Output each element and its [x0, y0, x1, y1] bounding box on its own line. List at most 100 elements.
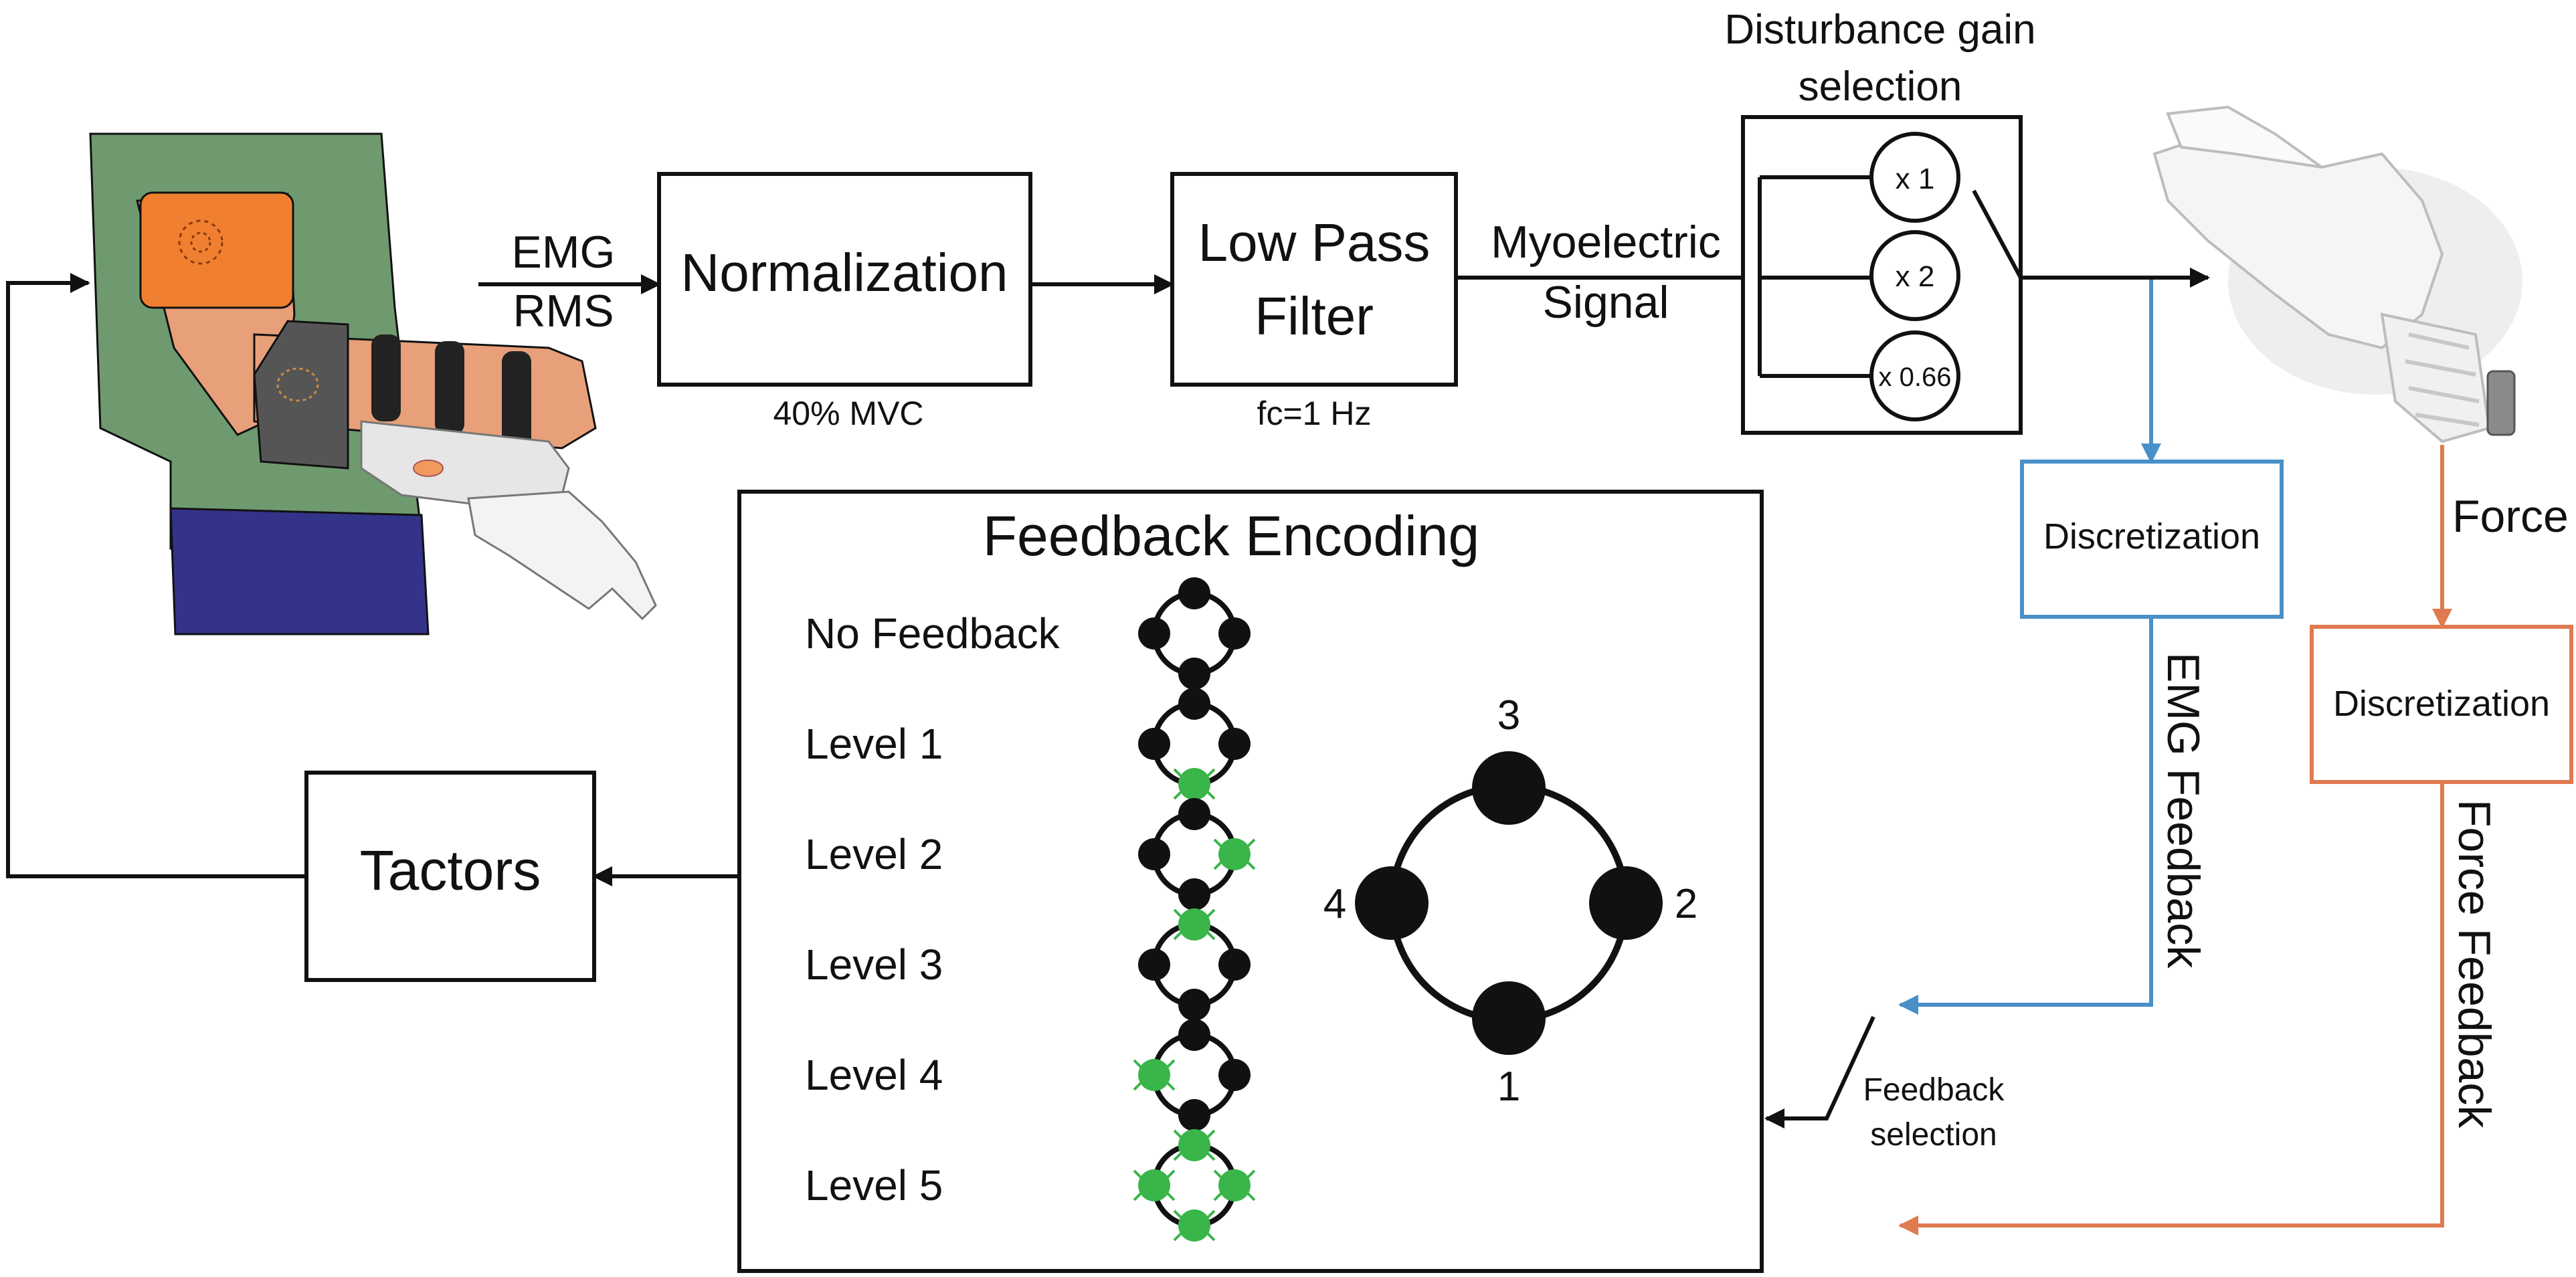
hand-ribs — [2405, 332, 2480, 427]
tactor-dot — [1178, 658, 1210, 690]
tactor-ring-diagram: 3 2 1 4 — [1323, 692, 1697, 1110]
electrode-band — [139, 191, 294, 309]
tactor-dot — [1218, 1059, 1251, 1091]
tactors-label: Tactors — [360, 839, 541, 902]
tactor-dot — [1178, 577, 1210, 609]
feedback-encoding-box — [737, 490, 1764, 1273]
tactor-dot — [1178, 688, 1210, 720]
encoding-level-label: Level 5 — [805, 1161, 943, 1209]
tactor-dot-active — [1138, 1169, 1170, 1201]
gain-option-x2[interactable] — [1869, 230, 1960, 321]
tactor-4 — [1355, 866, 1429, 940]
tactor-dot — [1218, 728, 1251, 760]
force-label: Force — [2452, 491, 2569, 542]
tactor-dot — [1178, 1099, 1210, 1131]
tactor-dot — [1178, 798, 1210, 830]
force-discretization-label: Discretization — [2333, 684, 2550, 724]
tactor-dot — [1138, 838, 1170, 870]
tactor-dot — [1218, 617, 1251, 650]
vibration-marks — [1173, 1129, 1216, 1161]
forearm-sleeve — [253, 320, 349, 470]
feedback-selection-switch — [1764, 1015, 1875, 1128]
force-discretization-box — [2310, 625, 2573, 784]
filter-label: Filter — [1255, 286, 1374, 346]
encoding-level-label: Level 2 — [805, 830, 943, 878]
feedback-selection-label: Feedback — [1863, 1072, 2005, 1108]
low-pass-filter-box — [1170, 172, 1458, 387]
encoding-level-row: Level 1 — [805, 688, 1251, 800]
tactor-dot — [1178, 878, 1210, 910]
disturbance-gain-title-2: selection — [1799, 64, 1962, 110]
tactor-dot-active — [1178, 908, 1210, 941]
encoding-level-row: Level 4 — [805, 1019, 1251, 1131]
emg-discretization-box — [2020, 460, 2284, 619]
vibration-marks — [1213, 1169, 1256, 1201]
encoding-level-row: Level 3 — [805, 908, 1251, 1021]
rms-label: RMS — [513, 286, 614, 336]
vibration-marks — [1173, 1209, 1216, 1242]
myoelectric-label: Myoelectric — [1491, 217, 1721, 268]
gain-option-x066[interactable] — [1869, 330, 1960, 421]
disturbance-gain-title: Disturbance gain — [1724, 7, 2035, 53]
strap-1 — [371, 334, 401, 421]
prosthetic-hand-small — [467, 490, 657, 621]
encoding-level-row: No Feedback — [805, 577, 1251, 690]
gain-switch-arm — [1972, 189, 2023, 279]
tactor-dot-active — [1138, 1059, 1170, 1091]
emg-feedback-label: EMG Feedback — [2158, 652, 2209, 969]
gain-option-x1-label: x 1 — [1896, 163, 1935, 195]
electrode-marker-inner — [190, 231, 211, 253]
electrode-marker — [178, 219, 223, 265]
subject-illustration — [89, 132, 657, 635]
tactor-1 — [1472, 981, 1546, 1055]
tactor-dot-active — [1178, 1129, 1210, 1161]
force-feedback-label: Force Feedback — [2449, 799, 2500, 1128]
socket-button — [413, 460, 444, 477]
encoding-level-row: Level 2 — [805, 798, 1256, 910]
ring-number-right: 2 — [1675, 881, 1697, 927]
normalization-box — [657, 172, 1032, 387]
ring-number-top: 3 — [1497, 692, 1520, 739]
tactors-box — [304, 771, 596, 982]
force-feedback-path — [1898, 782, 2444, 1236]
encoding-level-label: Level 4 — [805, 1051, 943, 1099]
strap-3 — [502, 351, 531, 448]
tactor-dot — [1218, 949, 1251, 981]
prosthetic-hand-illustration — [2152, 105, 2522, 444]
encoding-level-label: Level 3 — [805, 941, 943, 989]
hand-connector — [2486, 370, 2516, 436]
emg-feedback-path — [1898, 617, 2153, 1015]
emg-label: EMG — [512, 227, 616, 278]
filter-cutoff-note: fc=1 Hz — [1257, 395, 1372, 432]
tactor-dot — [1138, 617, 1170, 650]
tactor-2 — [1589, 866, 1663, 940]
tactor-dot-active — [1218, 838, 1251, 870]
tactor-dot — [1138, 728, 1170, 760]
gain-option-x1[interactable] — [1869, 132, 1960, 223]
sleeve-electrode-marker — [276, 367, 319, 402]
tactor-dot — [1178, 989, 1210, 1021]
ring-number-bottom: 1 — [1497, 1064, 1520, 1110]
emg-discretization-label: Discretization — [2043, 516, 2260, 557]
feedback-selection-label-2: selection — [1870, 1117, 1997, 1153]
tactor-dot — [1178, 1019, 1210, 1051]
gain-option-x066-label: x 0.66 — [1879, 363, 1952, 392]
normalization-note: 40% MVC — [773, 395, 923, 432]
vibration-marks — [1173, 908, 1216, 941]
normalization-label: Normalization — [680, 243, 1008, 302]
tactor-dot-active — [1178, 768, 1210, 800]
gain-selector-wiring — [1758, 175, 1870, 378]
encoding-level-row: Level 5 — [805, 1129, 1256, 1242]
encoding-level-label: No Feedback — [805, 609, 1061, 658]
gain-option-x2-label: x 2 — [1896, 260, 1935, 293]
encoding-level-label: Level 1 — [805, 720, 943, 768]
ring-number-left: 4 — [1323, 881, 1346, 927]
tactor-3 — [1472, 751, 1546, 825]
subject-pants — [169, 507, 430, 635]
vibration-marks — [1133, 1169, 1176, 1201]
hand-fingers — [2166, 105, 2323, 169]
tactor-dot-active — [1218, 1169, 1251, 1201]
tactor-dot — [1138, 949, 1170, 981]
